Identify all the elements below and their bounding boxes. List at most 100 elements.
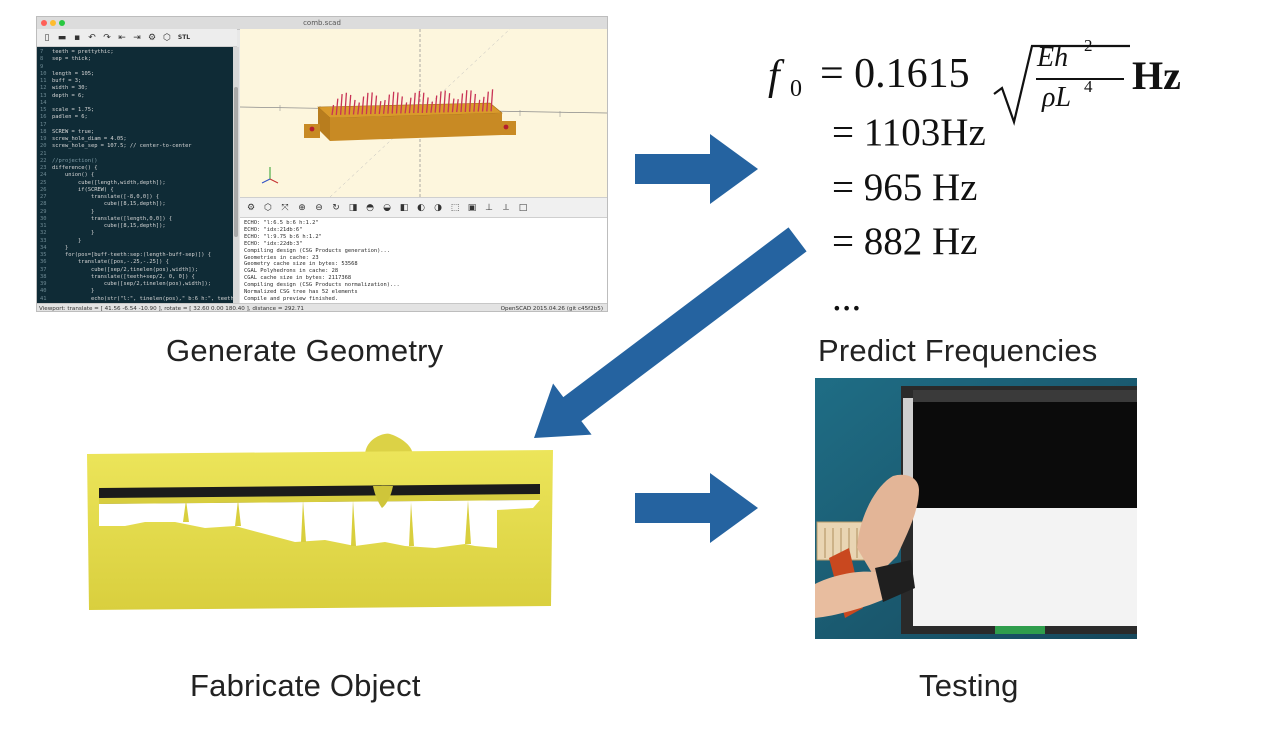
line-number: 31 bbox=[40, 223, 47, 229]
model-tine bbox=[374, 95, 378, 115]
line-number: 28 bbox=[40, 201, 47, 208]
view-left-icon: ◧ bbox=[399, 202, 409, 213]
console-line: ECHO: "idx:22db:3" bbox=[244, 240, 303, 247]
code-line: 27 translate([-8,0,0]) { bbox=[40, 194, 233, 201]
model-tine bbox=[438, 91, 442, 113]
console-line: Compiling design (CSG Products normaliza… bbox=[244, 282, 400, 289]
model-tine bbox=[477, 99, 481, 112]
formula-coefficient: = 0.1615 bbox=[820, 51, 970, 97]
frequency-formula: f 0 = 0.1615 Eh 2 ρL 4 Hz bbox=[762, 36, 1232, 130]
line-number: 17 bbox=[40, 121, 47, 128]
screw-hole-right bbox=[503, 124, 509, 130]
line-number: 14 bbox=[40, 99, 47, 106]
code-text-line: buff = 3; bbox=[52, 78, 82, 84]
open-file-icon: ▬ bbox=[57, 32, 67, 43]
comb-rail bbox=[99, 494, 540, 504]
line-number: 10 bbox=[40, 70, 47, 77]
console-line: Normalized CSG tree has 52 elements bbox=[244, 289, 358, 296]
orthogonal-icon: ▣ bbox=[467, 202, 477, 213]
line-number: 24 bbox=[40, 172, 47, 179]
zoom-dot bbox=[59, 20, 65, 26]
caption-testing: Testing bbox=[919, 668, 1019, 703]
console-line: ECHO: "l:9.75 b:6 h:1.2" bbox=[244, 233, 322, 240]
model-tine bbox=[357, 102, 360, 115]
code-line: 40 } bbox=[40, 288, 233, 295]
code-line: 22//projection() bbox=[40, 158, 233, 165]
line-number: 25 bbox=[40, 179, 47, 186]
line-number: 40 bbox=[40, 288, 47, 295]
line-number: 33 bbox=[40, 237, 47, 244]
viewport-render bbox=[239, 28, 607, 198]
model-side bbox=[318, 107, 330, 141]
model-tine bbox=[352, 99, 356, 115]
line-number: 21 bbox=[40, 150, 47, 157]
code-line: 38 translate([teeth+sep/2, 0, 0]) { bbox=[40, 274, 233, 281]
model-tine bbox=[378, 101, 382, 114]
line-number: 32 bbox=[40, 230, 47, 237]
monitor-green-button bbox=[995, 626, 1045, 634]
console-line: ECHO: "idx:21db:6" bbox=[244, 226, 303, 233]
model-tine bbox=[365, 92, 369, 115]
formula-unit: Hz bbox=[1132, 53, 1181, 98]
formula-numerator: Eh bbox=[1037, 42, 1069, 73]
monitor-top-bar bbox=[913, 390, 1137, 402]
line-number: 13 bbox=[40, 92, 47, 99]
code-text-line: cube([sep/2,tinelen(pos),width]); bbox=[52, 266, 199, 273]
code-text-line: translate([-8,0,0]) { bbox=[52, 194, 160, 200]
line-number: 29 bbox=[40, 208, 47, 215]
minimize-dot bbox=[50, 20, 56, 26]
view-top-icon: ◓ bbox=[366, 202, 374, 213]
code-line: 37 cube([sep/2,tinelen(pos),width]); bbox=[40, 267, 233, 274]
sqrt-sign bbox=[993, 44, 1130, 126]
line-number: 8 bbox=[40, 56, 44, 63]
model-tine bbox=[464, 90, 468, 112]
code-line: 41 echo(str("l:", tinelen(pos)," b:6 h:"… bbox=[40, 296, 233, 303]
model-tine bbox=[408, 97, 412, 114]
model-tine bbox=[348, 94, 352, 115]
comb-clip bbox=[373, 486, 393, 508]
3d-viewport bbox=[239, 28, 607, 215]
photo-hand-top bbox=[857, 474, 919, 578]
editor-scrollbar bbox=[233, 47, 239, 303]
code-text-line: } bbox=[52, 244, 69, 251]
zoom-in-icon: ⊕ bbox=[298, 202, 306, 213]
code-text-line: } bbox=[52, 237, 82, 244]
formula-lhs-var: f bbox=[768, 53, 780, 99]
console-line: Geometry cache size in bytes: 53568 bbox=[244, 261, 358, 268]
result-1: = 1103Hz bbox=[832, 111, 986, 154]
code-text-line: translate([teeth+sep/2, 0, 0]) { bbox=[52, 273, 195, 280]
line-number: 20 bbox=[40, 143, 47, 150]
console-text: ECHO: "l:6.5 b:6 h:1.2"ECHO: "idx:21db:6… bbox=[244, 220, 410, 304]
console-line: ECHO: "l:6.5 b:6 h:1.2" bbox=[244, 220, 319, 226]
line-number: 30 bbox=[40, 215, 47, 222]
model-tine bbox=[456, 99, 459, 113]
preview-icon: ⚙ bbox=[147, 32, 157, 43]
model-tine bbox=[421, 92, 425, 113]
monitor-light-area bbox=[913, 508, 1137, 626]
arrow-to-testing bbox=[635, 473, 758, 543]
line-number: 38 bbox=[40, 273, 47, 280]
close-dot bbox=[41, 20, 47, 26]
caption-generate-geometry: Generate Geometry bbox=[166, 333, 444, 368]
code-text-line: //projection() bbox=[52, 157, 98, 164]
line-number: 18 bbox=[40, 128, 47, 135]
code-line: 25 cube([length,width,depth]); bbox=[40, 180, 233, 187]
console-panel: ECHO: "l:6.5 b:6 h:1.2"ECHO: "idx:21db:6… bbox=[240, 217, 607, 304]
console-line: Compiling design (CSG Products generatio… bbox=[244, 247, 391, 254]
console-line: CGAL Polyhedrons in cache: 28 bbox=[244, 268, 339, 275]
arrow-to-fabricate bbox=[534, 227, 807, 438]
code-text-line: scale = 1.75; bbox=[52, 107, 95, 113]
undo-icon: ↶ bbox=[88, 32, 96, 43]
console-line: Compile and preview finished. bbox=[244, 295, 339, 302]
status-viewport: Viewport: translate = [ 41.56 -6.54 -10.… bbox=[39, 306, 304, 312]
viewport-toolbar: ⚙ ⬡ ⤧ ⊕ ⊖ ↻ ◨ ◓ ◒ ◧ ◐ ◑ ⬚ ▣ ⊥ ⟂ □ bbox=[240, 197, 607, 217]
code-line: 36 translate([pos,-.25,-.25]) { bbox=[40, 259, 233, 266]
model-tine bbox=[460, 93, 464, 113]
code-line: 33 } bbox=[40, 238, 233, 245]
code-line: 29 } bbox=[40, 209, 233, 216]
